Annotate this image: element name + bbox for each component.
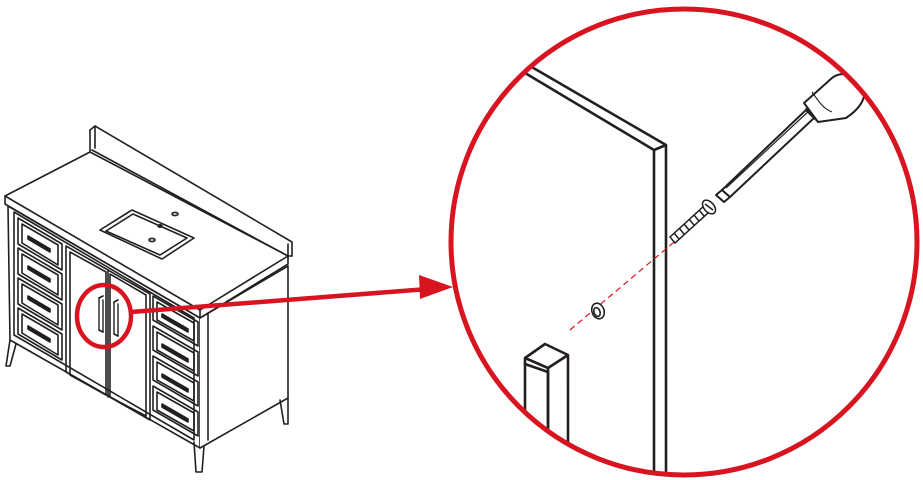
right-drawers <box>152 295 199 437</box>
faucet-hole-icon <box>171 211 179 217</box>
callout <box>74 275 453 350</box>
drain-icon <box>148 237 156 243</box>
sink-basin <box>99 209 195 260</box>
left-drawers <box>17 217 63 361</box>
cabinet-legs <box>5 339 289 473</box>
vanity-cabinet <box>4 125 293 473</box>
overflow-hole-icon <box>157 224 163 229</box>
cabinet-side <box>199 265 289 449</box>
magnifier-circle-icon <box>448 6 920 478</box>
screwdriver-icon <box>715 73 866 203</box>
screw-icon <box>668 199 717 245</box>
highlight-circle-icon <box>74 282 134 350</box>
pointer-arrow-icon <box>419 275 453 299</box>
screw-hole-icon <box>590 302 606 320</box>
backsplash <box>89 125 293 259</box>
pointer-arrow-line <box>128 286 431 315</box>
door-handles <box>98 295 119 337</box>
cabinet-doors <box>65 245 151 421</box>
